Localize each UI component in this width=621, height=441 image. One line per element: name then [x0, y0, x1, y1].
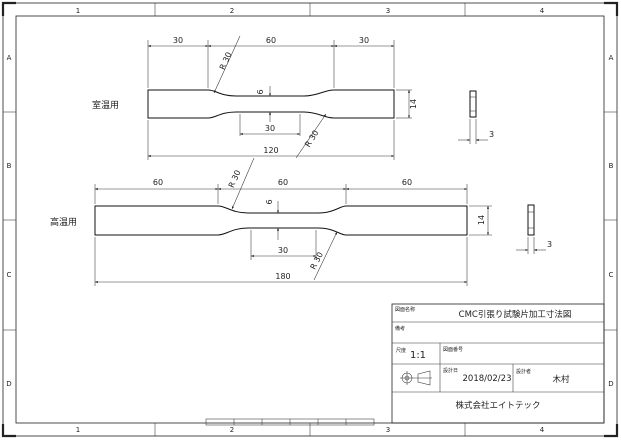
- high-temp-dim-grip-left: 60: [153, 178, 163, 187]
- high-temp-view: 高温用 60 60: [50, 157, 552, 286]
- room-temp-dim-total-length: 120: [263, 146, 278, 155]
- drawing-name-label: 図面名称: [395, 306, 415, 313]
- drawing-name: CMC引張り試験片加工寸法図: [459, 309, 572, 320]
- room-temp-side-view: [469, 90, 477, 118]
- designer-label: 設計者: [516, 368, 531, 375]
- zone-row-b-left: B: [7, 162, 12, 170]
- third-angle-projection-icon: [400, 370, 432, 386]
- room-temp-dim-width-grip: 14: [409, 99, 418, 109]
- zone-labels: 1 2 3 4 1 2 3 4 A B C D A B C D: [6, 7, 613, 434]
- high-temp-dim-grip-right: 60: [402, 178, 412, 187]
- room-temp-dim-thickness: 3: [489, 130, 494, 139]
- high-temp-dim-radius-top: R 30: [227, 169, 243, 189]
- room-temp-dim-grip-left: 30: [173, 36, 183, 45]
- zone-row-d-right: D: [608, 380, 613, 388]
- title-block: 図面名称 CMC引張り試験片加工寸法図 備考 尺度 1:1 図面番号 設計日 2…: [391, 303, 605, 424]
- scale-value: 1:1: [410, 350, 426, 361]
- high-temp-dim-center-length: 30: [278, 246, 288, 255]
- zone-row-a-right: A: [609, 54, 614, 62]
- zone-col-1-top: 1: [76, 7, 80, 15]
- design-date-label: 設計日: [443, 367, 458, 374]
- room-temp-dim-radius-bottom: R 30: [303, 129, 320, 149]
- room-temp-extension-lines: [147, 40, 412, 160]
- high-temp-label: 高温用: [50, 216, 77, 228]
- room-temp-label: 室温用: [92, 99, 119, 111]
- room-temp-dim-width-center: 6: [256, 89, 265, 94]
- zone-col-1-bottom: 1: [76, 426, 80, 434]
- zone-col-2-bottom: 2: [230, 426, 234, 434]
- room-temp-dimension-lines: [148, 35, 411, 159]
- zone-row-c-left: C: [7, 271, 12, 279]
- high-temp-dim-thickness: 3: [547, 240, 552, 249]
- scale-label: 尺度: [396, 347, 406, 354]
- zone-row-d-left: D: [6, 380, 11, 388]
- high-temp-dim-width-grip: 14: [477, 215, 486, 225]
- design-date: 2018/02/23: [463, 374, 512, 384]
- high-temp-dim-radius-bottom: R 30: [309, 251, 326, 271]
- drawing-number-label: 図面番号: [443, 346, 463, 353]
- zone-ticks: [3, 3, 617, 436]
- remarks-label: 備考: [395, 325, 405, 332]
- high-temp-dim-width-center: 6: [265, 199, 274, 204]
- company-name: 株式会社エイトテック: [455, 400, 540, 411]
- zone-row-b-right: B: [609, 162, 614, 170]
- zone-col-4-top: 4: [540, 7, 545, 15]
- inner-border: [15, 15, 605, 424]
- zone-col-2-top: 2: [230, 7, 234, 15]
- zone-col-3-bottom: 3: [386, 426, 390, 434]
- high-temp-dimension-lines: [95, 157, 490, 284]
- room-temp-dim-gauge: 60: [266, 36, 276, 45]
- zone-row-c-right: C: [609, 271, 614, 279]
- designer-name: 木村: [552, 374, 570, 385]
- room-temp-dim-radius-top: R 30: [218, 51, 234, 71]
- zone-col-3-top: 3: [386, 7, 390, 15]
- high-temp-side-view: [527, 204, 535, 236]
- high-temp-dim-gauge: 60: [278, 178, 288, 187]
- zone-col-4-bottom: 4: [540, 426, 545, 434]
- bottom-tab-strip: [205, 418, 375, 426]
- high-temp-dim-total-length: 180: [275, 272, 290, 281]
- room-temp-dim-grip-right: 30: [359, 36, 369, 45]
- zone-row-a-left: A: [7, 54, 12, 62]
- room-temp-view: 室温用 30: [92, 35, 494, 160]
- high-temp-specimen-outline: [94, 205, 468, 236]
- room-temp-dim-center-length: 30: [265, 124, 275, 133]
- room-temp-specimen-outline: [147, 89, 395, 119]
